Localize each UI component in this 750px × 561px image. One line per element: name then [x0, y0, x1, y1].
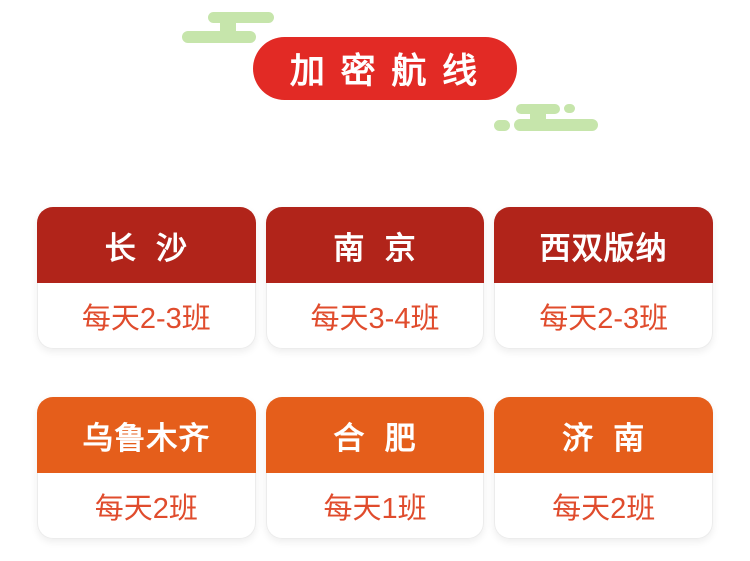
route-card-urumqi: 乌鲁木齐 每天2班	[37, 397, 256, 539]
route-card-row-2: 乌鲁木齐 每天2班 合 肥 每天1班 济 南 每天2班	[0, 397, 750, 539]
city-name: 乌鲁木齐	[37, 397, 256, 473]
flight-frequency: 每天2-3班	[494, 283, 714, 349]
flight-frequency: 每天2-3班	[37, 283, 256, 349]
cloud-icon	[182, 12, 274, 43]
route-card-jinan: 济 南 每天2班	[494, 397, 714, 539]
route-card-row-1: 长 沙 每天2-3班 南 京 每天3-4班 西双版纳 每天2-3班	[0, 207, 750, 349]
route-card-nanjing: 南 京 每天3-4班	[265, 207, 485, 349]
flight-frequency: 每天3-4班	[265, 283, 485, 349]
flight-frequency: 每天2班	[494, 473, 714, 539]
cloud-icon	[494, 104, 598, 131]
city-name: 合 肥	[265, 397, 485, 473]
flight-frequency: 每天1班	[265, 473, 485, 539]
route-card-xishuangbanna: 西双版纳 每天2-3班	[494, 207, 714, 349]
route-card-hefei: 合 肥 每天1班	[265, 397, 485, 539]
city-name: 济 南	[494, 397, 714, 473]
city-name: 长 沙	[37, 207, 256, 283]
route-card-changsha: 长 沙 每天2-3班	[37, 207, 256, 349]
page-title: 加 密 航 线	[253, 37, 517, 100]
city-name: 南 京	[265, 207, 485, 283]
city-name: 西双版纳	[494, 207, 714, 283]
flight-frequency: 每天2班	[37, 473, 256, 539]
